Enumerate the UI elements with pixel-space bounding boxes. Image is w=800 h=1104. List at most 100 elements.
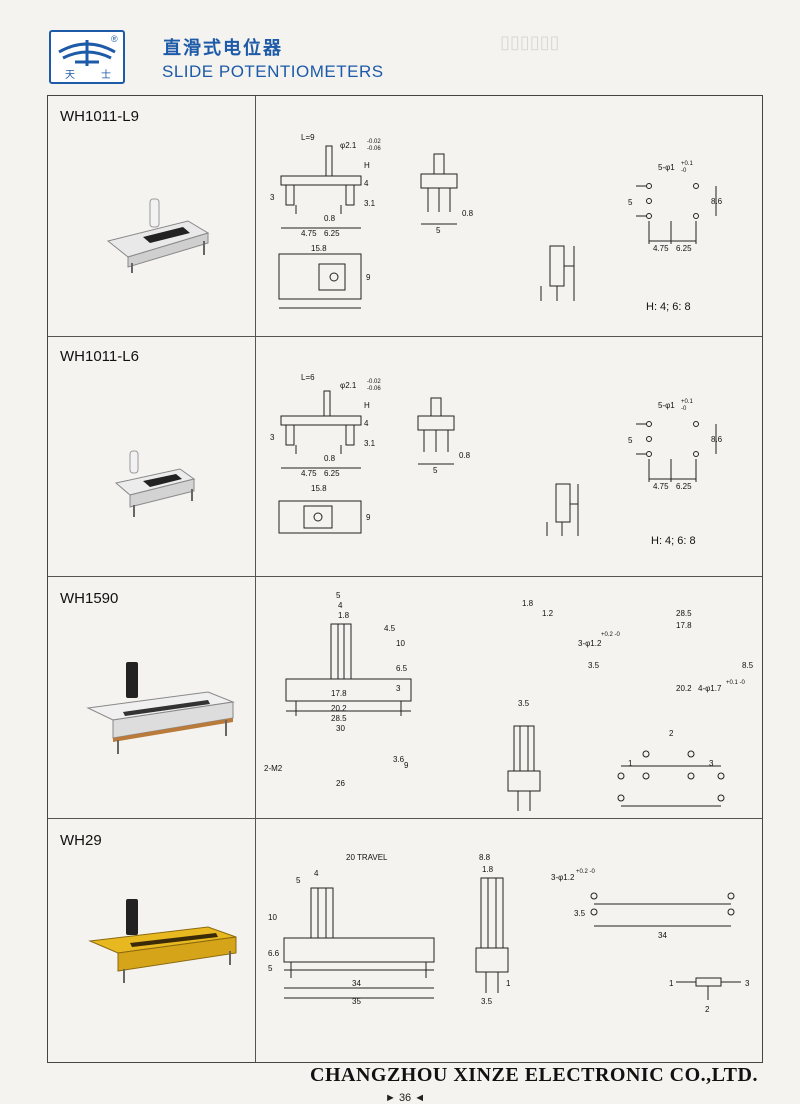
svg-text:3.5: 3.5	[481, 997, 493, 1006]
column-divider	[255, 96, 256, 1062]
svg-text:6.6: 6.6	[268, 949, 280, 958]
svg-text:9: 9	[404, 761, 409, 770]
svg-text:3: 3	[396, 684, 401, 693]
svg-text:26: 26	[336, 779, 345, 788]
svg-text:5: 5	[628, 198, 633, 207]
svg-text:4.75: 4.75	[653, 244, 669, 253]
svg-text:3.5: 3.5	[518, 699, 530, 708]
svg-text:9: 9	[366, 273, 371, 282]
product-photo	[86, 662, 235, 754]
svg-text:3.5: 3.5	[574, 909, 586, 918]
product-row: WH1011-L6	[48, 336, 762, 577]
svg-text:1.8: 1.8	[338, 611, 350, 620]
product-photo	[88, 899, 237, 983]
svg-text:L=6: L=6	[301, 373, 315, 382]
svg-text:3-φ1.2: 3-φ1.2	[578, 639, 602, 648]
height-note: H: 4; 6: 8	[651, 535, 696, 547]
svg-text:1.8: 1.8	[482, 865, 494, 874]
svg-text:5: 5	[268, 964, 273, 973]
svg-text:3.5: 3.5	[588, 661, 600, 670]
product-row: WH1590	[48, 576, 762, 819]
model-name: WH1011-L6	[60, 348, 139, 365]
svg-text:1: 1	[506, 979, 511, 988]
svg-text:9: 9	[366, 513, 371, 522]
svg-text:3.6: 3.6	[393, 755, 405, 764]
svg-text:2-M2: 2-M2	[264, 764, 283, 773]
svg-text:0.8: 0.8	[462, 209, 474, 218]
svg-text:6.25: 6.25	[676, 482, 692, 491]
svg-text:+0.1: +0.1	[681, 161, 694, 167]
svg-text:5: 5	[433, 466, 438, 475]
model-name: WH1011-L9	[60, 108, 139, 125]
logo-registered: ®	[111, 34, 118, 44]
model-name: WH29	[60, 832, 102, 849]
svg-text:3: 3	[270, 193, 275, 202]
svg-text:+0.1: +0.1	[681, 399, 694, 405]
svg-text:L=9: L=9	[301, 133, 315, 142]
logo-char-right: 士	[101, 68, 111, 81]
svg-text:2: 2	[705, 1005, 710, 1014]
svg-text:4.75: 4.75	[301, 469, 317, 478]
svg-text:6.25: 6.25	[676, 244, 692, 253]
svg-text:15.8: 15.8	[311, 244, 327, 253]
company-name: CHANGZHOU XINZE ELECTRONIC CO.,LTD.	[310, 1064, 758, 1086]
svg-text:3: 3	[270, 433, 275, 442]
svg-text:5: 5	[436, 226, 441, 235]
ghost-text: ▯▯▯▯▯▯	[500, 32, 560, 52]
height-note: H: 4; 6: 8	[646, 301, 691, 313]
svg-text:15.8: 15.8	[311, 484, 327, 493]
svg-text:+0.2 -0: +0.2 -0	[601, 632, 621, 638]
svg-text:-0.02: -0.02	[367, 139, 381, 145]
svg-text:4.5: 4.5	[384, 624, 396, 633]
svg-text:5: 5	[296, 876, 301, 885]
company-logo: 天 士 ®	[49, 30, 125, 84]
svg-text:8.5: 8.5	[742, 661, 754, 670]
svg-text:28.5: 28.5	[676, 609, 692, 618]
svg-text:8.6: 8.6	[711, 435, 723, 444]
svg-text:-0: -0	[681, 168, 687, 174]
svg-text:3: 3	[709, 759, 714, 768]
svg-text:-0.06: -0.06	[367, 386, 381, 392]
svg-text:20.2: 20.2	[676, 684, 692, 693]
svg-text:5-φ1: 5-φ1	[658, 401, 675, 410]
page-title-en: SLIDE POTENTIOMETERS	[162, 62, 384, 81]
svg-text:34: 34	[352, 979, 361, 988]
svg-text:0.8: 0.8	[324, 214, 336, 223]
svg-text:30: 30	[336, 724, 345, 733]
svg-text:3.1: 3.1	[364, 199, 376, 208]
product-photo	[114, 450, 196, 517]
svg-text:10: 10	[396, 639, 405, 648]
svg-text:8.8: 8.8	[479, 853, 491, 862]
svg-text:2: 2	[669, 729, 674, 738]
svg-text:6.25: 6.25	[324, 469, 340, 478]
svg-text:H: H	[364, 401, 370, 410]
svg-text:34: 34	[658, 931, 667, 940]
svg-text:6.25: 6.25	[324, 229, 340, 238]
svg-text:8.6: 8.6	[711, 197, 723, 206]
technical-drawing: L=6 φ2.1 -0.02 -0.06 H 4 3.1 3 0.8 4.75 …	[270, 373, 723, 547]
svg-text:0.8: 0.8	[459, 451, 471, 460]
svg-text:4: 4	[338, 601, 343, 610]
technical-drawing: 5 4 1.8 4.5 10 6.5 3 17.8 20.2 28.5 30 2…	[264, 591, 754, 811]
svg-text:4: 4	[314, 869, 319, 878]
svg-text:1.8: 1.8	[522, 599, 534, 608]
svg-text:6.5: 6.5	[396, 664, 408, 673]
technical-drawing: 20 TRAVEL 5 4 10 6.6 5 34 35 8.8 1.8 3.5…	[268, 853, 750, 1014]
svg-text:H: H	[364, 161, 370, 170]
svg-text:5: 5	[336, 591, 341, 600]
svg-text:1: 1	[669, 979, 674, 988]
svg-text:5: 5	[628, 436, 633, 445]
svg-text:3.1: 3.1	[364, 439, 376, 448]
svg-text:1: 1	[628, 759, 633, 768]
svg-text:3-φ1.2: 3-φ1.2	[551, 873, 575, 882]
model-name: WH1590	[60, 590, 119, 607]
svg-text:4.75: 4.75	[653, 482, 669, 491]
svg-text:4.75: 4.75	[301, 229, 317, 238]
svg-text:4-φ1.7: 4-φ1.7	[698, 684, 722, 693]
svg-text:20.2: 20.2	[331, 704, 347, 713]
svg-text:10: 10	[268, 913, 277, 922]
product-row: WH29	[48, 818, 762, 1062]
svg-text:1.2: 1.2	[542, 609, 554, 618]
svg-text:φ2.1: φ2.1	[340, 381, 357, 390]
svg-text:4: 4	[364, 419, 369, 428]
